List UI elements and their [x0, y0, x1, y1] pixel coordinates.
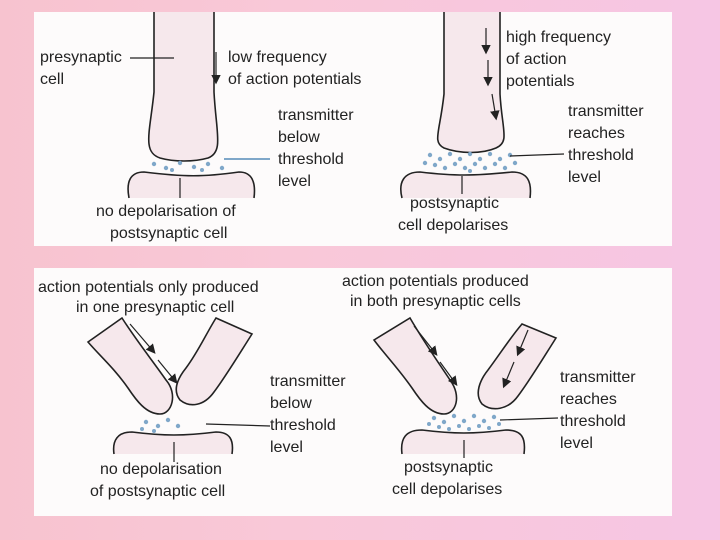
label-presynaptic: presynaptic	[40, 49, 122, 66]
label-threshold: threshold	[278, 151, 344, 168]
presynaptic-left-a	[86, 316, 174, 415]
label-cell: cell	[40, 71, 64, 88]
label-one-cell-title-1: action potentials only produced	[38, 279, 259, 296]
presynaptic-terminal-right	[436, 12, 505, 154]
label-high-frequency: high frequency	[506, 29, 611, 46]
presynaptic-right-a	[372, 316, 458, 415]
label-of-postsynaptic-cell-bl: of postsynaptic cell	[90, 483, 225, 500]
temporal-summation-diagram: presynaptic cell low frequency of action…	[40, 12, 644, 242]
impulse-arrow-bl-2	[157, 359, 178, 384]
postsynaptic-bottom-left	[112, 431, 234, 455]
label-reaches-br: reaches	[560, 391, 617, 408]
label-level-br: level	[560, 435, 593, 452]
label-threshold-right: threshold	[568, 147, 634, 164]
label-no-depolarisation: no depolarisation of	[96, 203, 236, 220]
transmitter-dots-bottom-left	[140, 417, 181, 433]
label-below-bl: below	[270, 395, 312, 412]
label-cell-depolarises: cell depolarises	[398, 217, 508, 234]
label-level-bl: level	[270, 439, 303, 456]
impulse-arrow-br-4	[502, 361, 515, 389]
impulse-arrow-high-3	[490, 93, 500, 121]
impulse-arrow-bl-1	[129, 323, 156, 354]
label-no-depolarisation-bl: no depolarisation	[100, 461, 222, 478]
label-both-cells-title-2: in both presynaptic cells	[350, 293, 521, 310]
impulse-arrow-br-3	[516, 329, 529, 357]
transmitter-dots-sparse	[151, 160, 225, 172]
label-below: below	[278, 129, 320, 146]
postsynaptic-bottom-right	[400, 429, 526, 455]
label-transmitter-br: transmitter	[560, 369, 636, 386]
transmitter-dots-bottom-right	[427, 413, 501, 431]
label-postsynaptic-cell: postsynaptic cell	[110, 225, 227, 242]
label-low-frequency: low frequency	[228, 49, 327, 66]
transmitter-pointer-br	[499, 417, 559, 421]
spatial-summation-diagram: action potentials only produced in one p…	[38, 273, 636, 500]
label-reaches: reaches	[568, 125, 625, 142]
impulse-arrow-br-1	[413, 325, 438, 356]
label-transmitter: transmitter	[278, 107, 354, 124]
label-both-cells-title-1: action potentials produced	[342, 273, 529, 290]
panel-temporal-summation: presynaptic cell low frequency of action…	[34, 12, 672, 246]
postsynaptic-cell-right	[400, 171, 532, 199]
label-of-action: of action	[506, 51, 566, 68]
transmitter-pointer-right	[509, 153, 565, 157]
label-potentials: potentials	[506, 73, 575, 90]
label-level: level	[278, 173, 311, 190]
label-of-action-potentials: of action potentials	[228, 71, 361, 88]
label-one-cell-title-2: in one presynaptic cell	[76, 299, 234, 316]
presynaptic-right-b	[477, 323, 558, 410]
transmitter-pointer-bl	[205, 423, 271, 427]
transmitter-dots-dense	[422, 151, 518, 173]
label-threshold-br: threshold	[560, 413, 626, 430]
postsynaptic-cell-left	[127, 171, 256, 199]
presynaptic-left-b	[175, 316, 254, 406]
label-cell-depolarises-br: cell depolarises	[392, 481, 502, 498]
label-transmitter-right: transmitter	[568, 103, 644, 120]
label-threshold-bl: threshold	[270, 417, 336, 434]
presynaptic-terminal-left	[147, 12, 219, 162]
label-transmitter-bl: transmitter	[270, 373, 346, 390]
label-postsynaptic-br: postsynaptic	[404, 459, 493, 476]
label-postsynaptic: postsynaptic	[410, 195, 499, 212]
panel-spatial-summation: action potentials only produced in one p…	[34, 268, 672, 516]
label-level-right: level	[568, 169, 601, 186]
impulse-arrow-br-2	[439, 361, 458, 386]
